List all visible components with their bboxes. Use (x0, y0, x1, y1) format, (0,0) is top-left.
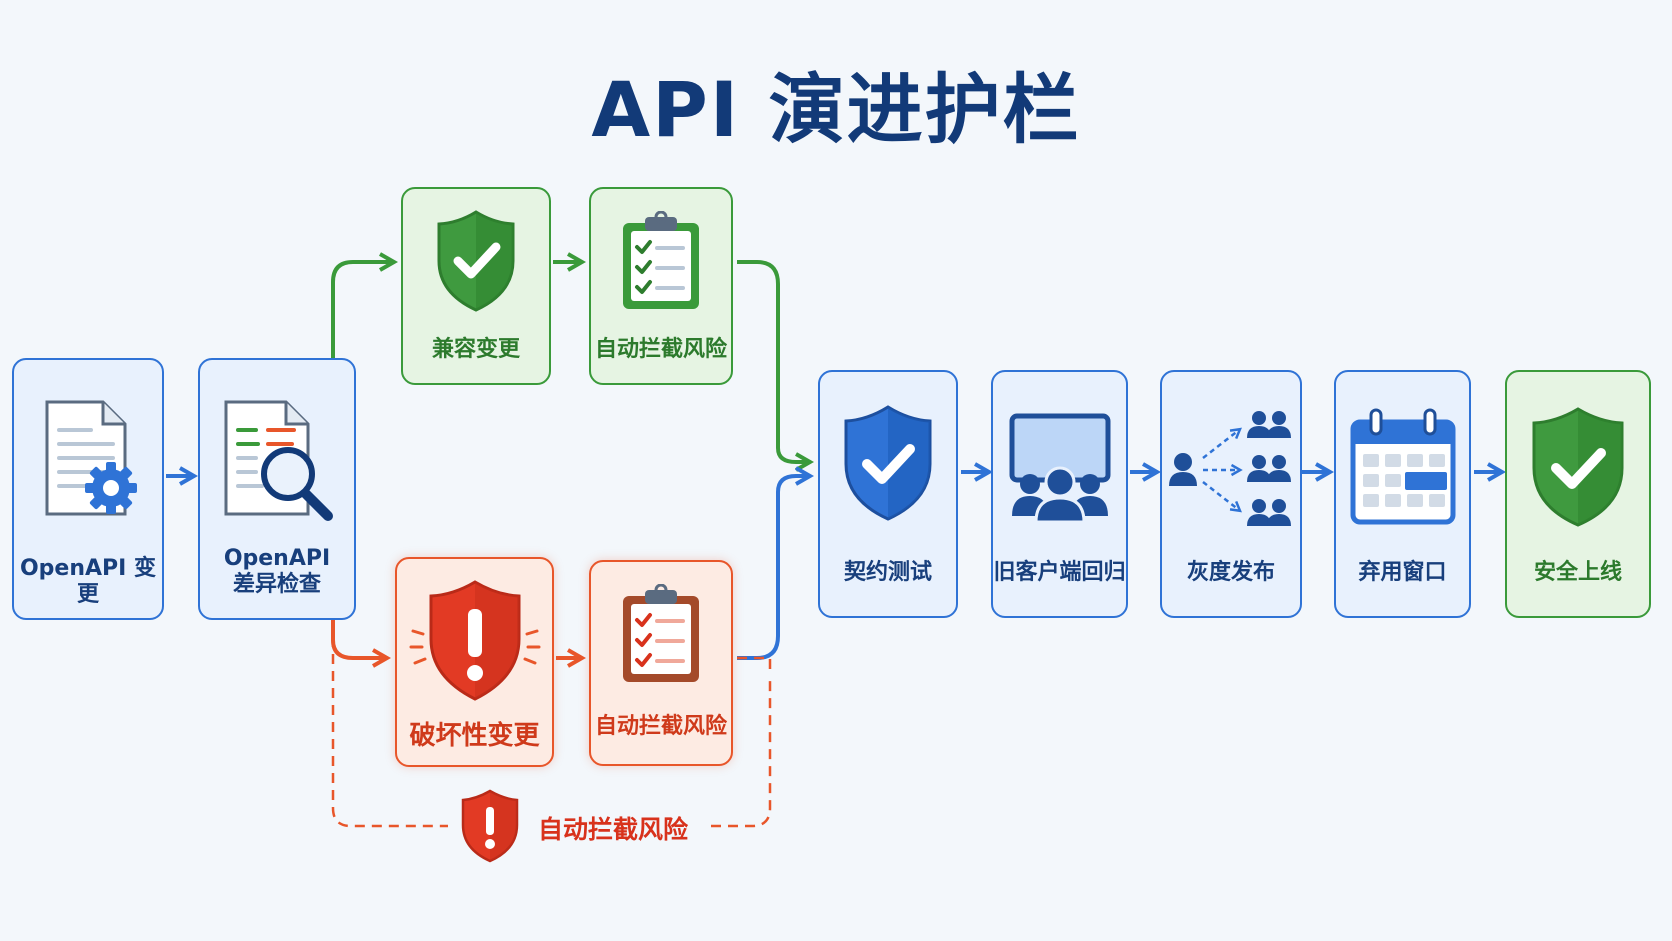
legend-label: 自动拦截风险 (538, 815, 689, 844)
node-label: 自动拦截风险 (594, 337, 727, 362)
node-label: 契约测试 (843, 560, 932, 585)
risk-legend: 自动拦截风险 (460, 789, 689, 867)
node-label: 兼容变更 (431, 337, 520, 362)
node-label: 灰度发布 (1186, 560, 1275, 585)
screen-users-icon (993, 412, 1126, 528)
calendar-icon (1336, 408, 1469, 530)
document-magnifier-icon (200, 396, 354, 530)
node-openapi-diff-check: OpenAPI 差异检查 (198, 358, 356, 620)
user-distribution-icon (1162, 408, 1300, 532)
node-legacy-client-regression: 旧客户端回归 (991, 370, 1128, 618)
node-label: 自动拦截风险 (594, 714, 727, 739)
node-green-risk-block: 自动拦截风险 (589, 187, 733, 385)
node-contract-test: 契约测试 (818, 370, 958, 618)
node-red-risk-block: 自动拦截风险 (589, 560, 733, 766)
node-label: 安全上线 (1533, 560, 1622, 585)
arrow-diff-to-compatible (331, 252, 399, 358)
node-label: 旧客户端回归 (993, 560, 1126, 585)
arrow-red-block-to-contract (737, 466, 815, 660)
shield-check-icon (1507, 406, 1649, 532)
clipboard-checklist-icon (591, 211, 731, 315)
node-label: OpenAPI 变更 (19, 556, 157, 607)
shield-alert-icon (397, 579, 552, 707)
page-title: API 演进护栏 (591, 65, 1081, 154)
dashed-risk-loop (331, 620, 448, 828)
node-label: 破坏性变更 (409, 721, 540, 751)
node-compatible-change: 兼容变更 (401, 187, 551, 385)
clipboard-checklist-icon (591, 584, 731, 688)
node-openapi-change: OpenAPI 变更 (12, 358, 164, 620)
node-label-line2: 差异检查 (232, 572, 321, 597)
arrow-green-block-to-contract (737, 260, 815, 472)
arrow-diff-to-breaking (331, 620, 392, 668)
node-deprecation-window: 弃用窗口 (1334, 370, 1471, 618)
node-label: 弃用窗口 (1358, 560, 1447, 585)
node-safe-release: 安全上线 (1505, 370, 1651, 618)
node-label-line1: OpenAPI (223, 546, 331, 571)
document-gear-icon (14, 396, 162, 530)
node-canary-release: 灰度发布 (1160, 370, 1302, 618)
shield-check-icon (820, 404, 956, 526)
shield-alert-icon (460, 789, 520, 867)
shield-check-icon (403, 209, 549, 317)
node-breaking-change: 破坏性变更 (395, 557, 554, 767)
